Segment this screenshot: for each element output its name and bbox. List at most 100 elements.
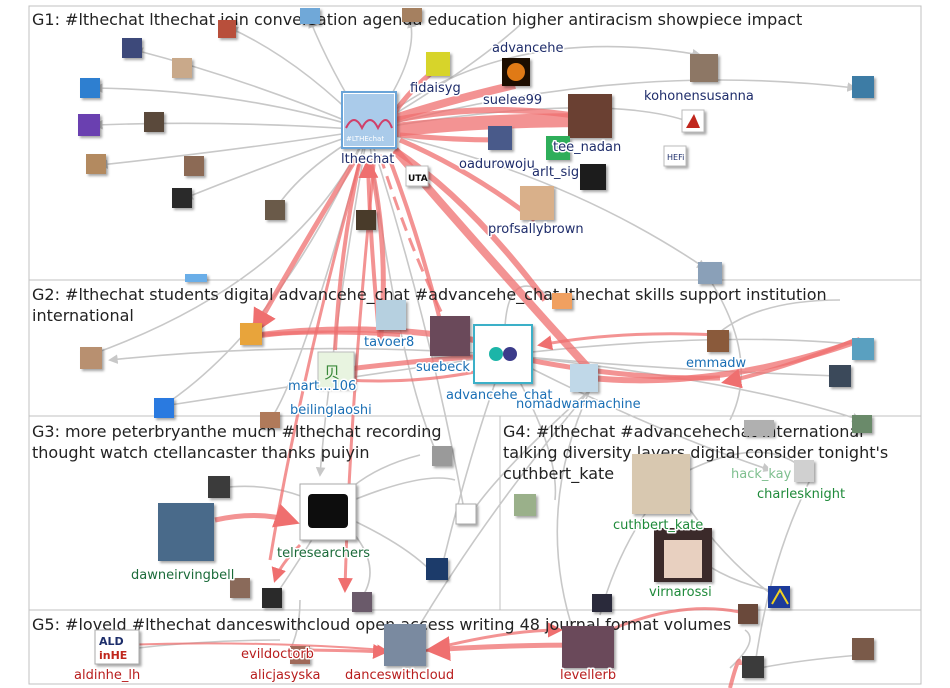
- group-title-g5: G5: #loveld #lthechat danceswithcloud op…: [32, 615, 731, 634]
- node-avatar[interactable]: [455, 503, 477, 525]
- node-label[interactable]: emmadw: [685, 355, 749, 373]
- node-avatar[interactable]: [426, 558, 448, 580]
- node-avatar[interactable]: [520, 186, 554, 220]
- node-avatar[interactable]: [690, 54, 718, 82]
- group-title-g4: G4: #lthechat #advancehechat internation…: [503, 422, 864, 441]
- node-avatar[interactable]: [300, 8, 320, 24]
- node-label[interactable]: advancehe: [491, 40, 566, 58]
- svg-text:ALD: ALD: [99, 635, 124, 648]
- node-avatar[interactable]: [265, 200, 285, 220]
- node-avatar[interactable]: [698, 262, 722, 284]
- node-label[interactable]: cuthbert_kate: [612, 517, 705, 535]
- svg-text:UTA: UTA: [408, 174, 428, 184]
- hefi-logo[interactable]: [663, 145, 687, 167]
- node-avatar[interactable]: [852, 638, 874, 660]
- node-avatar[interactable]: [208, 476, 230, 498]
- avatar-nodes: HEFi UTA #LTHEchat 贝: [78, 8, 874, 678]
- node-label[interactable]: advancehe_chat: [445, 387, 554, 405]
- node-avatar[interactable]: [794, 460, 814, 482]
- node-label[interactable]: evildoctorb: [240, 646, 316, 664]
- node-label[interactable]: profsallybrown: [487, 221, 586, 239]
- node-label[interactable]: tee_nadan: [552, 139, 623, 157]
- node-avatar[interactable]: [356, 210, 376, 230]
- node-label[interactable]: hack_kay: [730, 466, 794, 484]
- node-avatar[interactable]: [402, 8, 422, 22]
- node-avatar[interactable]: [432, 446, 452, 466]
- node-avatar[interactable]: [562, 626, 614, 668]
- node-avatar[interactable]: [144, 112, 164, 132]
- node-avatar[interactable]: [260, 412, 280, 428]
- node-avatar[interactable]: [290, 646, 310, 664]
- node-avatar[interactable]: [707, 330, 729, 352]
- node-avatar[interactable]: [592, 594, 612, 612]
- node-label[interactable]: suebeck: [415, 359, 472, 377]
- node-avatar[interactable]: [376, 300, 406, 330]
- node-label[interactable]: fidaisyg: [409, 80, 463, 98]
- node-avatar[interactable]: [568, 94, 612, 138]
- node-label[interactable]: kohonensusanna: [643, 88, 756, 106]
- group-panel-g5: [28, 609, 922, 685]
- node-label[interactable]: beilinglaoshi: [289, 402, 374, 420]
- node-label[interactable]: dawneirvingbell: [130, 567, 236, 585]
- node-avatar[interactable]: [742, 656, 764, 678]
- node-label[interactable]: aldinhe_lh: [73, 667, 142, 685]
- node-avatar[interactable]: [262, 588, 282, 608]
- node-avatar[interactable]: [852, 76, 874, 98]
- node-avatar[interactable]: [570, 364, 598, 392]
- group-title-g4-line3: cuthbert_kate: [503, 464, 614, 484]
- group-title-g2-line2: international: [32, 306, 134, 325]
- node-label[interactable]: oadurowoju: [458, 156, 537, 174]
- node-avatar[interactable]: [829, 365, 851, 387]
- node-avatar[interactable]: [488, 126, 512, 150]
- node-avatar[interactable]: [744, 420, 774, 436]
- node-label[interactable]: mart...106: [287, 378, 358, 396]
- node-label[interactable]: telresearchers: [276, 545, 372, 563]
- node-avatar[interactable]: [122, 38, 142, 58]
- node-avatar[interactable]: [426, 52, 450, 76]
- node-avatar[interactable]: [317, 351, 355, 389]
- svg-text:贝: 贝: [324, 363, 340, 382]
- node-avatar[interactable]: [80, 78, 100, 98]
- node-label[interactable]: suelee99: [482, 92, 544, 110]
- node-avatar[interactable]: [580, 164, 606, 190]
- node-avatar[interactable]: [230, 578, 250, 598]
- node-avatar[interactable]: [80, 347, 102, 369]
- node-avatar[interactable]: [632, 454, 690, 514]
- node-avatar[interactable]: [218, 20, 236, 38]
- node-label[interactable]: tavoer8: [363, 334, 416, 352]
- node-avatar[interactable]: [552, 293, 572, 309]
- node-label[interactable]: danceswithcloud: [344, 667, 456, 685]
- node-labels: lthechat advancehe fidaisyg suelee99 koh…: [73, 40, 847, 685]
- node-avatar[interactable]: [172, 188, 192, 208]
- aldinhe-logo[interactable]: [94, 629, 140, 665]
- node-label[interactable]: alicjasyska: [249, 667, 322, 685]
- node-avatar[interactable]: [384, 624, 426, 666]
- node-avatar[interactable]: [185, 274, 207, 282]
- node-avatar[interactable]: [546, 136, 570, 160]
- node-label[interactable]: nomadwarmachine: [515, 396, 643, 414]
- node-label[interactable]: charlesknight: [756, 486, 847, 504]
- node-avatar[interactable]: [738, 604, 758, 624]
- group-title-g3-line2: thought watch ctellancaster thanks puiyi…: [32, 443, 370, 462]
- node-avatar[interactable]: [184, 156, 204, 176]
- node-avatar[interactable]: [78, 114, 100, 136]
- svg-text:inHE: inHE: [99, 649, 127, 662]
- node-avatar[interactable]: [352, 592, 372, 612]
- node-avatar[interactable]: [852, 338, 874, 360]
- node-avatar[interactable]: [86, 154, 106, 174]
- svg-text:#LTHEchat: #LTHEchat: [346, 135, 384, 143]
- node-avatar[interactable]: [158, 503, 214, 561]
- node-avatar[interactable]: [172, 58, 192, 78]
- node-avatar[interactable]: [768, 586, 790, 608]
- node-label[interactable]: lthechat: [340, 151, 396, 169]
- node-avatar[interactable]: [852, 415, 872, 433]
- node-label[interactable]: levellerb: [559, 667, 618, 685]
- uta-logo[interactable]: [405, 165, 429, 187]
- node-avatar[interactable]: [430, 316, 470, 356]
- node-label[interactable]: arlt_sig: [531, 164, 581, 182]
- node-avatar[interactable]: [240, 323, 262, 345]
- node-avatar[interactable]: [154, 398, 174, 418]
- node-avatar[interactable]: [514, 494, 536, 516]
- node-label[interactable]: virnarossi: [648, 584, 714, 602]
